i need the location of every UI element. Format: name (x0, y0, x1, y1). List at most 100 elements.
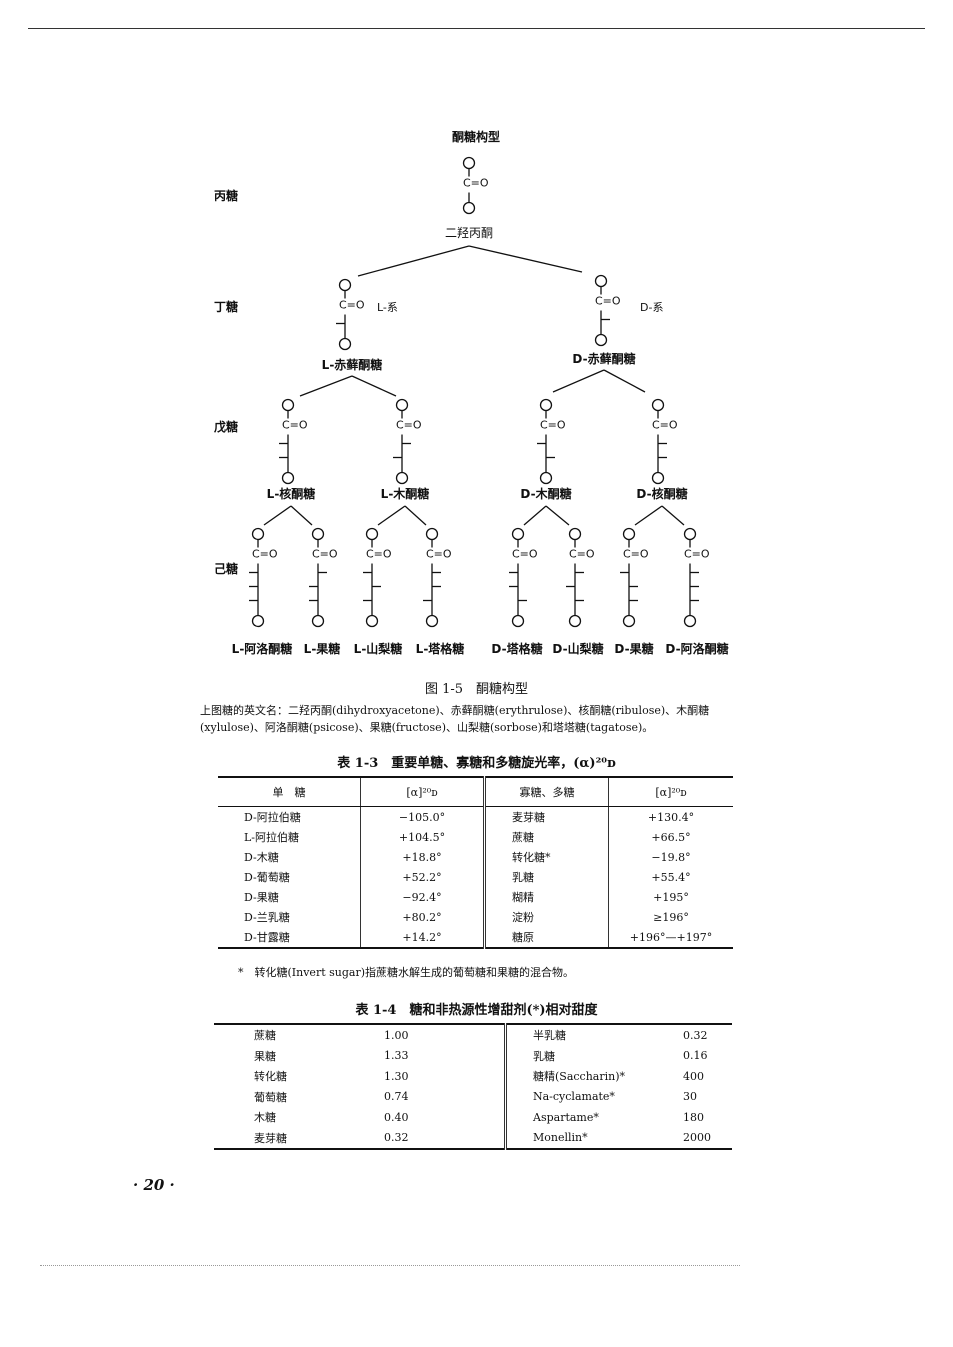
t4-cell: Aspartame* (504, 1107, 683, 1128)
l-tetrose-bottom-circle (338, 337, 352, 351)
pentose-0-bottom-circle (281, 471, 295, 485)
hexose-4-top-circle (511, 527, 525, 541)
hexose-3-bottom-circle (425, 614, 439, 628)
hexose-5-bottom-circle (568, 614, 582, 628)
hexose-1-carbonyl: C=O (312, 548, 338, 561)
hexose-name-5: D-山梨糖 (552, 641, 603, 656)
t4-cell: 30 (683, 1090, 697, 1104)
t4-cell: 1.30 (384, 1069, 409, 1083)
bond-line (545, 505, 570, 526)
pentose-0-carbonyl: C=O (282, 419, 308, 432)
t3-cell: 淀粉 (483, 907, 609, 927)
row-label-3: 己糖 (214, 561, 238, 576)
bond-line (552, 369, 605, 393)
hexose-name-6: D-果糖 (614, 641, 653, 656)
pentose-2-bottom-circle (539, 471, 553, 485)
hexose-7-bottom-circle (683, 614, 697, 628)
t4-cell: 0.32 (683, 1028, 708, 1042)
hexose-name-1: L-果糖 (304, 641, 341, 656)
root-name: 二羟丙酮 (445, 225, 493, 240)
t3-row: L-阿拉伯糖+104.5°蔗糖+66.5° (218, 827, 733, 847)
t4-cell: 乳糖 (504, 1045, 683, 1066)
pentose-name-2: D-木酮糖 (520, 486, 571, 501)
t3-row: D-木糖 +18.8°转化糖*−19.8° (218, 847, 733, 867)
pentose-1-bottom-circle (395, 471, 409, 485)
t3-header-oligo-rot: [α]²⁰ᴅ (608, 777, 733, 807)
l-tetrose-carbonyl: C=O (339, 299, 365, 312)
hexose-4-carbonyl: C=O (512, 548, 538, 561)
hexose-7-carbonyl: C=O (684, 548, 710, 561)
t3-row: D-果糖−92.4°糊精+195° (218, 887, 733, 907)
diagram-title: 酮糖构型 (452, 129, 500, 144)
root-bottom-circle (462, 201, 476, 215)
t3-cell: 糖原 (483, 927, 609, 948)
tetrose-name-1: D-赤藓酮糖 (572, 351, 635, 366)
t4-cell: 1.33 (384, 1049, 409, 1063)
t4-row: 转化糖 1.30 糖精(Saccharin)*400 (214, 1066, 732, 1087)
t3-header-mono-rot: [α]²⁰ᴅ (360, 777, 485, 807)
t3-cell: D-木糖 (244, 851, 279, 864)
hexose-0-bottom-circle (251, 614, 265, 628)
top-rule (28, 28, 925, 29)
t3-cell: D-兰乳糖 (244, 911, 290, 924)
table-3-title: 表 1-3 重要单糖、寡糖和多糖旋光率，(α)²⁰ᴅ (337, 756, 616, 771)
series-d-label: D-系 (640, 301, 663, 314)
t4-cell: 糖精(Saccharin)* (504, 1066, 683, 1087)
pentose-3-bottom-circle (651, 471, 665, 485)
bond-line (299, 375, 353, 397)
hexose-7-top-circle (683, 527, 697, 541)
bottom-dotted-rule (40, 1265, 740, 1266)
t3-row: D-兰乳糖+80.2°淀粉≥196° (218, 907, 733, 927)
series-l-label: L-系 (377, 301, 398, 314)
pentose-1-top-circle (395, 398, 409, 412)
t4-cell: 0.32 (384, 1131, 409, 1145)
hexose-2-bottom-circle (365, 614, 379, 628)
d-tetrose-carbonyl: C=O (595, 295, 621, 308)
bond-line (603, 369, 646, 393)
t4-cell: 180 (683, 1110, 704, 1124)
row-label-0: 丙糖 (214, 188, 238, 203)
t4-cell: Monellin* (504, 1127, 683, 1149)
t3-cell: D-果糖 (244, 891, 279, 904)
t3-cell: 转化糖* (483, 847, 609, 867)
bond-line (357, 245, 470, 277)
t3-cell: +18.8° (360, 847, 485, 867)
pentose-2-carbonyl: C=O (540, 419, 566, 432)
hexose-3-top-circle (425, 527, 439, 541)
bond-line (404, 505, 427, 526)
t4-cell: 转化糖 (254, 1070, 287, 1084)
hexose-1-bottom-circle (311, 614, 325, 628)
t4-cell: 半乳糖 (504, 1024, 683, 1046)
hexose-name-0: L-阿洛酮糖 (232, 641, 293, 656)
t3-cell: −92.4° (360, 887, 485, 907)
t3-cell: +66.5° (608, 827, 733, 847)
hexose-1-top-circle (311, 527, 325, 541)
hexose-0-carbonyl: C=O (252, 548, 278, 561)
hexose-6-top-circle (622, 527, 636, 541)
t3-header-oligo: 寡糖、多糖 (483, 777, 609, 807)
t4-cell: 果糖 (254, 1049, 276, 1063)
t3-cell: −19.8° (608, 847, 733, 867)
t4-cell: 2000 (683, 1131, 711, 1145)
row-label-2: 戊糖 (213, 419, 238, 434)
t3-cell: 麦芽糖 (483, 806, 609, 827)
hexose-name-3: L-塔格糖 (416, 641, 465, 656)
t3-row: D-甘露糖+14.2°糖原+196°—+197° (218, 927, 733, 948)
table-4-title: 表 1-4 糖和非热源性增甜剂(*)相对甜度 (355, 1003, 598, 1018)
t4-cell: 400 (683, 1069, 704, 1083)
pentose-name-3: D-核酮糖 (636, 486, 687, 501)
pentose-name-0: L-核酮糖 (267, 486, 316, 501)
d-tetrose-top-circle (594, 274, 608, 288)
hexose-4-bottom-circle (511, 614, 525, 628)
row-label-1: 丁糖 (214, 299, 238, 314)
pentose-name-1: L-木酮糖 (381, 486, 430, 501)
t3-cell: 糊精 (483, 887, 609, 907)
t4-cell: 0.40 (384, 1110, 409, 1124)
t3-header-mono: 单 糖 (218, 777, 361, 807)
hexose-2-top-circle (365, 527, 379, 541)
t4-cell: 1.00 (384, 1028, 409, 1042)
table-3-footnote: * 转化糖(Invert sugar)指蔗糖水解生成的葡萄糖和果糖的混合物。 (238, 966, 574, 979)
